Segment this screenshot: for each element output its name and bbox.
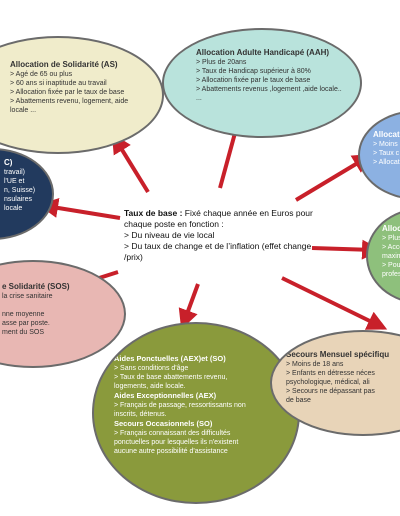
text-line: travail) [4, 169, 26, 176]
text-line: > Agé de 65 ou plus [10, 71, 73, 78]
text-line: n, Suisse) [4, 187, 36, 194]
node-aides-ponctuelles: Aides Ponctuelles (AEX)et (SO) > Sans con… [92, 322, 300, 504]
text-line: > Sans conditions d'âge [114, 365, 189, 372]
text-line: la crise sanitaire [2, 293, 53, 300]
node-title: Allocat [382, 224, 400, 233]
node-title: Allocation de Solidarité (AS) [10, 60, 118, 69]
node-title: Allocation Adulte Handicapé (AAH) [196, 48, 330, 57]
arrow-to-as [111, 133, 150, 194]
text-line: > Français connaissant des difficultés [114, 430, 231, 437]
node-title: C) [4, 158, 13, 167]
text-line: > Allocation fixée par le taux de base [10, 89, 125, 96]
text-line: logements, aide locale. [114, 383, 186, 390]
arrow-to-c [38, 198, 121, 220]
text-line: > Plus de 20ans [196, 59, 247, 66]
text-line: maxim [382, 253, 400, 260]
text-line: ponctuelles pour lesquelles ils n'existe… [114, 439, 239, 446]
text-line: > 60 ans si inaptitude au travail [10, 80, 107, 87]
text-line: asse par poste. [2, 320, 50, 327]
arrow-to-sec [281, 276, 388, 330]
text-line: > Moins de 18 ans [286, 361, 344, 368]
node-allocation-adulte-handicape: Allocation Adulte Handicapé (AAH) > Plus… [162, 28, 362, 138]
node-lines: > Plus de 20ans > Taux de Handicap supéri… [196, 58, 342, 103]
text-line: psychologique, médical, ali [286, 379, 370, 386]
text-line: inscrits, détenus. [114, 411, 167, 418]
section-title: Aides Exceptionnelles (AEX) [114, 391, 217, 400]
center-items: > Du niveau de vie local> Du taux de cha… [124, 230, 314, 263]
text-line: > Enfants en détresse néces [286, 370, 375, 377]
arrow-to-right1 [294, 153, 373, 202]
text-line: > Allocati [373, 159, 400, 166]
text-line: > Abattements revenus ,logement ,aide lo… [196, 86, 342, 93]
text-line: > Pour [382, 262, 400, 269]
text-line: aucune autre possibilité d'assistance [114, 448, 228, 455]
node-lines: > Agé de 65 ou plus > 60 ans si inaptitud… [10, 70, 128, 115]
text-line: nne moyenne [2, 311, 45, 318]
section-title: Aides Ponctuelles (AEX)et (SO) [114, 354, 226, 363]
text-line: > Secours ne dépassant pas [286, 388, 375, 395]
text-line: locale [4, 205, 23, 212]
text-line: nsulaires [4, 196, 33, 203]
center-title: Taux de base : [124, 208, 183, 218]
text-line: > Français de passage, ressortissants no… [114, 402, 246, 409]
node-lines: travail) l'UE et n, Suisse) nsulaires locale [4, 168, 35, 213]
text-line: ment du SOS [2, 329, 45, 336]
node-lines: la crise sanitaire nne moyenne asse par p… [2, 292, 70, 337]
text-line: de base [286, 397, 311, 404]
node-lines: > Plus > Acco maxim > Pour profes [382, 234, 400, 279]
text-line: > Du niveau de vie local [124, 230, 215, 240]
node-lines: > Moins de 18 ans > Enfants en détresse n… [286, 360, 389, 405]
center-taux-de-base: Taux de base : Fixé chaque année en Euro… [124, 208, 314, 263]
node-lines: > Moins > Taux c > Allocati [373, 140, 400, 167]
text-line: > Du taux de change et de l’inflation (e… [124, 241, 312, 262]
arrow-to-right2 [311, 239, 382, 260]
text-line: > Taux de Handicap supérieur à 80% [196, 68, 311, 75]
node-allocation-solidarite: Allocation de Solidarité (AS) > Agé de 6… [0, 36, 164, 154]
node-sections: Aides Ponctuelles (AEX)et (SO) > Sans con… [114, 354, 246, 456]
text-line: profes [382, 271, 400, 278]
center-intro: Fixé chaque année en Euros pour chaque p… [124, 208, 313, 229]
text-line: > Moins [373, 141, 398, 148]
text-line: > Taux c [373, 150, 400, 157]
text-line: > Acco [382, 244, 400, 251]
node-title: Allocati [373, 130, 400, 139]
text-line: > Taux de base abattements revenu, [114, 374, 228, 381]
text-line: ... [196, 95, 202, 102]
text-line: locale ... [10, 107, 37, 114]
text-line: > Abattements revenu, logement, aide [10, 98, 129, 105]
node-title: e Solidarité (SOS) [2, 282, 70, 291]
section-title: Secours Occasionnels (SO) [114, 419, 213, 428]
text-line: > Allocation fixée par le taux de base [196, 77, 311, 84]
text-line [2, 301, 70, 310]
text-line: l'UE et [4, 178, 25, 185]
text-line: > Plus [382, 235, 400, 242]
arrow-to-aex [178, 283, 200, 330]
node-title: Secours Mensuel spécifiqu [286, 350, 390, 359]
